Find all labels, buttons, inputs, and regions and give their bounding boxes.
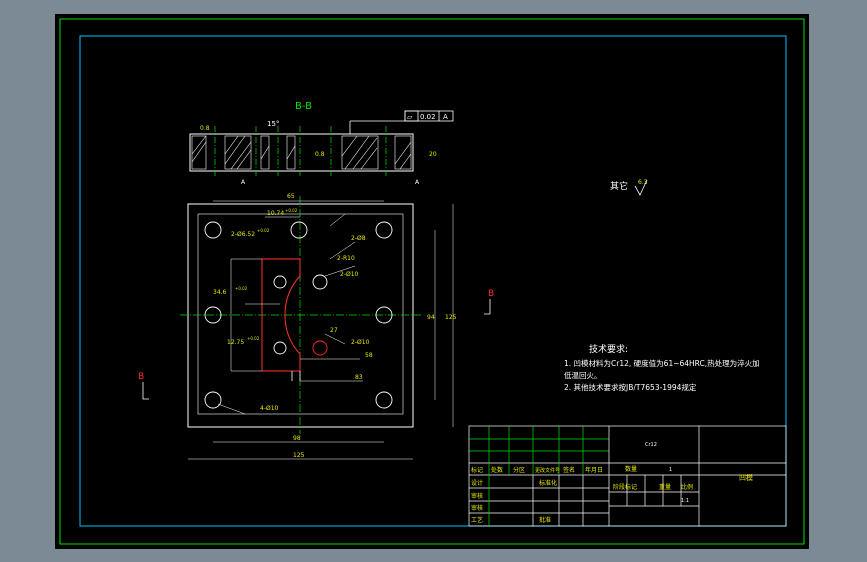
rev-header: 年月日 xyxy=(585,466,603,474)
rev-header: 分区 xyxy=(513,466,525,474)
weight-label: 重量 xyxy=(659,483,671,491)
scale-label: 比例 xyxy=(681,483,693,491)
thickness-dim: 20 xyxy=(429,151,437,158)
role-process: 工艺 xyxy=(471,516,483,524)
scale-value: 1:1 xyxy=(681,498,689,504)
part-name: 凹模 xyxy=(739,473,753,482)
drawing-canvas[interactable]: B-B xyxy=(55,14,809,549)
standardize-label: 标准化 xyxy=(539,479,557,487)
dim-slot: 10.74 xyxy=(267,210,284,217)
dim-83: 83 xyxy=(355,374,363,381)
rev-header: 标记 xyxy=(471,466,483,474)
dim-58: 58 xyxy=(365,352,373,359)
stage-mark-label: 阶段标记 xyxy=(613,483,637,491)
angle-label: 15° xyxy=(267,120,279,128)
dim-top-width: 65 xyxy=(287,193,295,200)
title-rev-headers: 标记 处数 分区 更改文件号 签名 年月日 xyxy=(471,466,603,474)
flatness-datum: A xyxy=(443,113,448,121)
tech-req-item-3: 2. 其他技术要求按JB/T7653-1994规定 xyxy=(564,382,697,392)
rev-header: 签名 xyxy=(563,466,575,474)
flatness-value: 0.02 xyxy=(420,113,436,121)
role-review-2: 审核 xyxy=(471,504,483,512)
outer-border xyxy=(59,18,805,545)
role-design: 设计 xyxy=(471,479,483,487)
flatness-symbol: ⏥ xyxy=(407,113,413,121)
dim-pin: 2-Ø6.52 xyxy=(231,231,255,238)
dim-right-inner: 94 xyxy=(427,314,435,321)
dim-bottom-outer: 125 xyxy=(293,452,305,459)
role-review: 审核 xyxy=(471,492,483,500)
dim-r10: 2-R10 xyxy=(337,255,355,262)
dim-bottom-inner: 98 xyxy=(293,435,301,442)
section-view xyxy=(189,110,454,178)
section-marker-left: B xyxy=(138,372,144,382)
section-label: B-B xyxy=(295,101,312,112)
rev-header: 处数 xyxy=(491,466,503,474)
approve-label: 批准 xyxy=(539,516,551,524)
dim-4phi10: 4-Ø10 xyxy=(260,405,279,412)
datum-right: A xyxy=(415,179,420,186)
quantity-value: 1 xyxy=(669,467,672,473)
roughness-mid: 0.8 xyxy=(315,151,325,158)
title-block xyxy=(468,425,787,527)
section-marker-right: B xyxy=(488,289,494,299)
rev-header: 更改文件号 xyxy=(535,467,560,474)
dim-27: 27 xyxy=(330,327,338,334)
quantity-label: 数量 xyxy=(625,465,637,473)
dim-dia8: 2-Ø8 xyxy=(351,235,366,242)
roughness-left: 0.8 xyxy=(200,125,210,132)
dim-slot-tol: +0.02 xyxy=(285,208,298,213)
dim-2phi10-b: 2-Ø10 xyxy=(351,339,370,346)
tech-req-item-2: 低温回火。 xyxy=(564,370,602,380)
tech-req-item-1: 1. 凹模材料为Cr12, 硬度值为61~64HRC,热处理为淬火加 xyxy=(564,358,760,368)
dim-2phi10: 2-Ø10 xyxy=(340,271,359,278)
datum-left: A xyxy=(241,179,246,186)
other-roughness-label: 其它 xyxy=(610,180,628,192)
dim-pin-tol: +0.02 xyxy=(257,228,270,233)
dim-left-h: 34.6 xyxy=(213,289,227,296)
material-value: Cr12 xyxy=(645,442,657,448)
plan-view xyxy=(180,196,454,460)
dim-left-h-tol: +0.02 xyxy=(235,286,248,291)
other-roughness-value: 6.3 xyxy=(638,179,648,186)
tech-req-title: 技术要求: xyxy=(589,343,628,355)
dim-left-small-tol: +0.02 xyxy=(247,336,260,341)
dim-left-small: 12.75 xyxy=(227,339,244,346)
dim-right-outer: 125 xyxy=(445,314,457,321)
inner-frame xyxy=(79,35,787,527)
roughness-symbol-icon xyxy=(634,179,648,196)
drawing-sheet: B-B xyxy=(59,18,805,545)
